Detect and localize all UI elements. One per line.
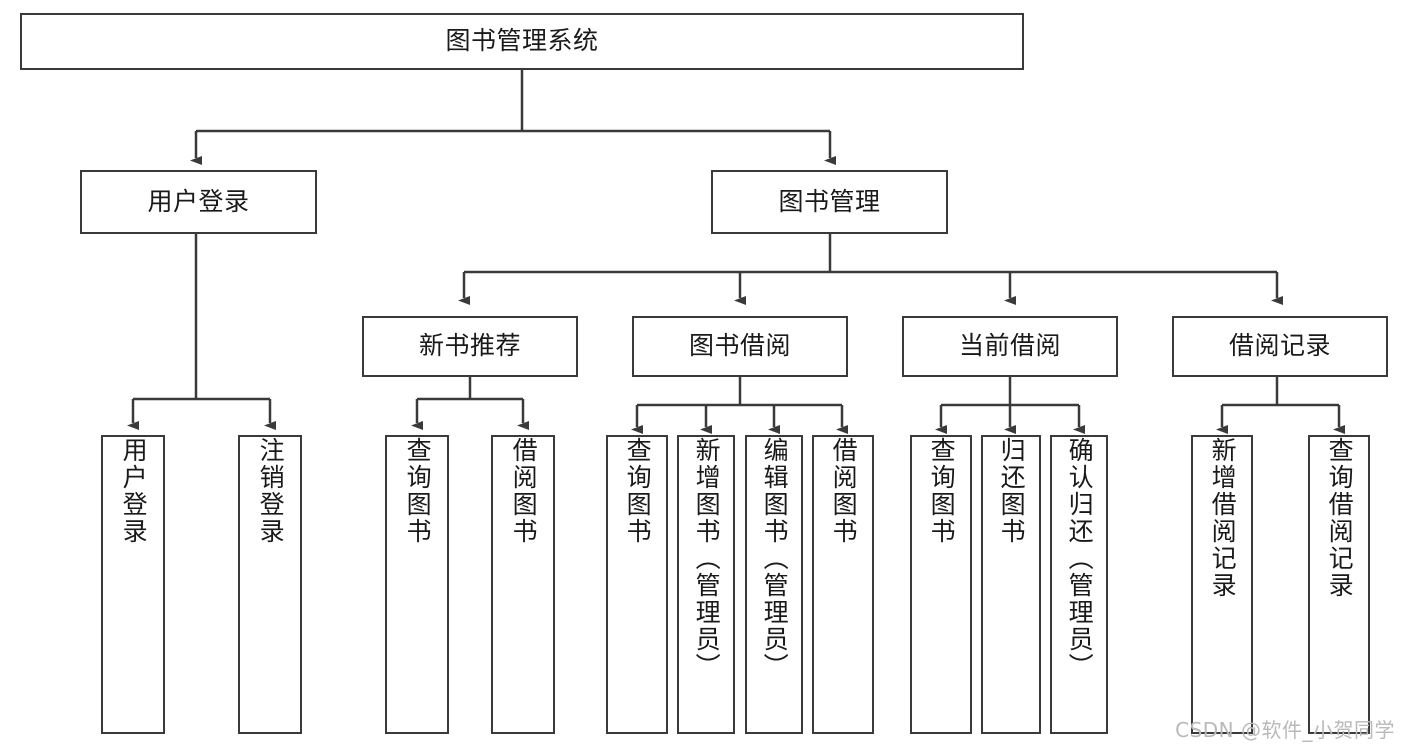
node-leaf-borrow-book-recommend-label: 借阅图书 bbox=[509, 437, 539, 545]
node-leaf-edit-book-admin[interactable]: 编辑图书（管理员） bbox=[745, 435, 803, 734]
node-leaf-borrow-book-recommend[interactable]: 借阅图书 bbox=[491, 435, 555, 734]
node-leaf-query-book-current[interactable]: 查询图书 bbox=[910, 435, 972, 734]
node-book-management[interactable]: 图书管理 bbox=[711, 170, 948, 234]
node-leaf-add-borrow-record-label: 新增借阅记录 bbox=[1208, 437, 1238, 599]
node-user-login[interactable]: 用户登录 bbox=[80, 170, 317, 234]
node-leaf-logout-label: 注销登录 bbox=[256, 437, 286, 545]
node-leaf-borrow-book-label: 借阅图书 bbox=[829, 437, 859, 545]
node-book-borrow-label: 图书借阅 bbox=[688, 331, 791, 361]
node-leaf-user-login[interactable]: 用户登录 bbox=[101, 435, 165, 734]
node-leaf-query-borrow-record[interactable]: 查询借阅记录 bbox=[1308, 435, 1370, 734]
node-new-book-recommend-label: 新书推荐 bbox=[418, 331, 521, 361]
node-leaf-confirm-return-admin[interactable]: 确认归还（管理员） bbox=[1050, 435, 1108, 734]
node-leaf-user-login-label: 用户登录 bbox=[119, 437, 149, 545]
csdn-watermark: CSDN @软件_小贺同学 bbox=[1175, 718, 1395, 742]
node-leaf-add-borrow-record[interactable]: 新增借阅记录 bbox=[1191, 435, 1253, 734]
node-new-book-recommend[interactable]: 新书推荐 bbox=[362, 316, 578, 377]
node-current-borrow[interactable]: 当前借阅 bbox=[902, 316, 1118, 377]
node-leaf-logout[interactable]: 注销登录 bbox=[238, 435, 302, 734]
node-borrow-records[interactable]: 借阅记录 bbox=[1172, 316, 1388, 377]
node-leaf-query-book[interactable]: 查询图书 bbox=[606, 435, 668, 734]
node-leaf-return-book[interactable]: 归还图书 bbox=[981, 435, 1041, 734]
node-leaf-add-book-admin[interactable]: 新增图书（管理员） bbox=[677, 435, 735, 734]
node-leaf-query-book-current-label: 查询图书 bbox=[927, 437, 957, 545]
node-leaf-query-borrow-record-label: 查询借阅记录 bbox=[1325, 437, 1355, 599]
node-leaf-add-book-admin-label: 新增图书（管理员） bbox=[692, 437, 722, 680]
node-borrow-records-label: 借阅记录 bbox=[1228, 331, 1331, 361]
node-leaf-query-book-recommend-label: 查询图书 bbox=[403, 437, 433, 545]
node-book-borrow[interactable]: 图书借阅 bbox=[632, 316, 848, 377]
node-leaf-query-book-recommend[interactable]: 查询图书 bbox=[385, 435, 449, 734]
node-root-label: 图书管理系统 bbox=[445, 26, 599, 56]
node-leaf-confirm-return-admin-label: 确认归还（管理员） bbox=[1065, 437, 1095, 680]
node-book-management-label: 图书管理 bbox=[778, 186, 881, 216]
node-leaf-return-book-label: 归还图书 bbox=[997, 437, 1027, 545]
node-leaf-borrow-book[interactable]: 借阅图书 bbox=[812, 435, 874, 734]
node-current-borrow-label: 当前借阅 bbox=[958, 331, 1061, 361]
node-root[interactable]: 图书管理系统 bbox=[20, 13, 1024, 70]
node-leaf-query-book-label: 查询图书 bbox=[623, 437, 653, 545]
node-leaf-edit-book-admin-label: 编辑图书（管理员） bbox=[760, 437, 790, 680]
node-user-login-label: 用户登录 bbox=[147, 186, 250, 216]
